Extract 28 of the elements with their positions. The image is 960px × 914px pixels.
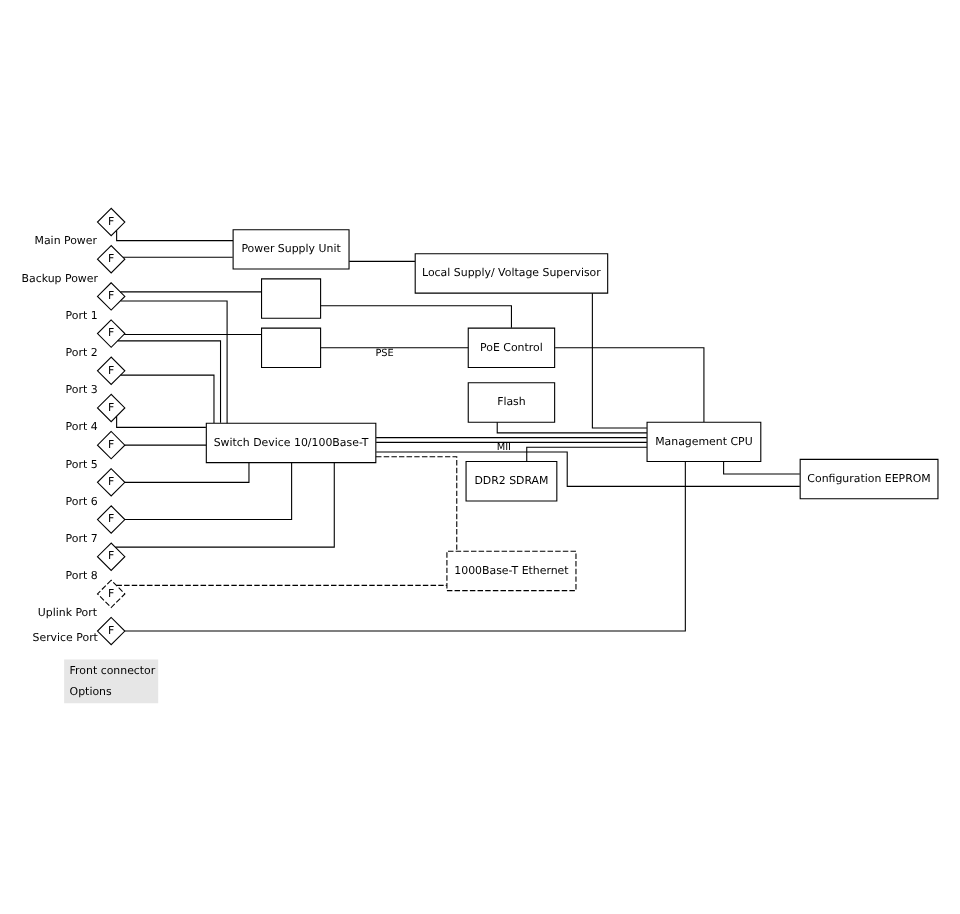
connector [116,414,207,427]
connector [320,346,469,348]
connector [117,339,222,423]
connector [496,420,648,433]
connector [375,440,648,442]
connector [348,259,416,261]
connector [591,291,648,428]
connector [124,443,207,445]
connector [320,304,512,328]
connector [124,460,686,631]
connector [119,290,262,292]
connector [526,445,648,461]
connector [122,255,234,257]
node-box [261,326,322,368]
connector [120,373,215,423]
connector [123,332,262,335]
connector [114,461,335,547]
connector [554,346,705,422]
connector [375,455,458,551]
connector [120,299,228,423]
node-box [261,277,322,318]
connector [116,583,448,585]
connector [124,461,293,520]
connector [375,450,801,486]
connector [723,460,801,474]
connector [116,228,234,241]
connector [124,461,250,482]
connector [375,436,648,438]
